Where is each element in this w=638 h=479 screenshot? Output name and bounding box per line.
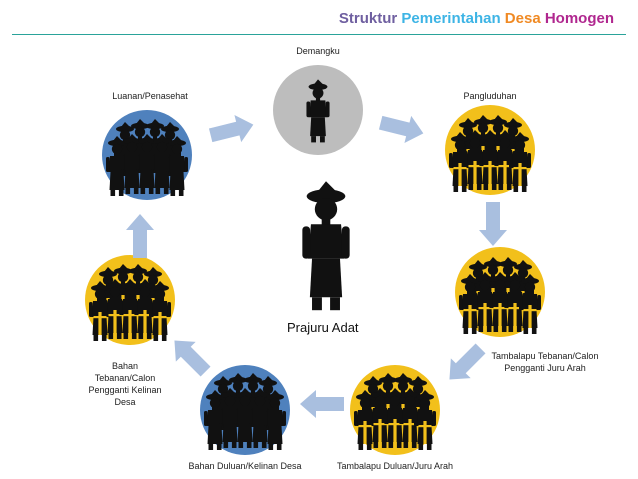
label-tambalapu-tebanan: Tambalapu Tebanan/Calon Pengganti Juru A… xyxy=(491,351,599,373)
title-part-2: Pemerintahan xyxy=(401,10,501,27)
label-demangku: Demangku xyxy=(296,46,340,56)
arrow-bahan-duluan-to-bahan-tebanan xyxy=(174,340,211,377)
arrow-demangku-to-pangluduhan xyxy=(378,115,424,144)
label-tambalapu-duluan: Tambalapu Duluan/Juru Arah xyxy=(336,461,454,471)
title-part-3: Desa xyxy=(504,10,541,27)
label-bahan-tebanan: Bahan Tebanan/Calon Pengganti Kelinan De… xyxy=(88,361,162,407)
arrow-pangluduhan-to-tambalapu-tebanan xyxy=(479,202,507,246)
title-part-1: Struktur xyxy=(338,10,398,27)
title-part-4: Homogen xyxy=(544,10,614,27)
page-title: Struktur Pemerintahan Desa Homogen xyxy=(339,10,614,27)
arrow-luanan-to-demangku xyxy=(208,114,254,143)
title-underline xyxy=(12,34,626,35)
label-prajuru-adat: Prajuru Adat xyxy=(287,320,359,335)
label-luanan: Luanan/Penasehat xyxy=(112,91,188,101)
arrow-bahan-tebanan-to-luanan xyxy=(126,214,154,258)
arrow-tambalapu-tebanan-to-tambalapu-duluan xyxy=(449,343,486,380)
label-bahan-duluan: Bahan Duluan/Kelinan Desa xyxy=(188,461,302,471)
label-pangluduhan: Pangluduhan xyxy=(463,91,517,101)
figure-prajuru-adat xyxy=(302,181,350,311)
arrow-tambalapu-duluan-to-bahan-duluan xyxy=(300,390,344,418)
